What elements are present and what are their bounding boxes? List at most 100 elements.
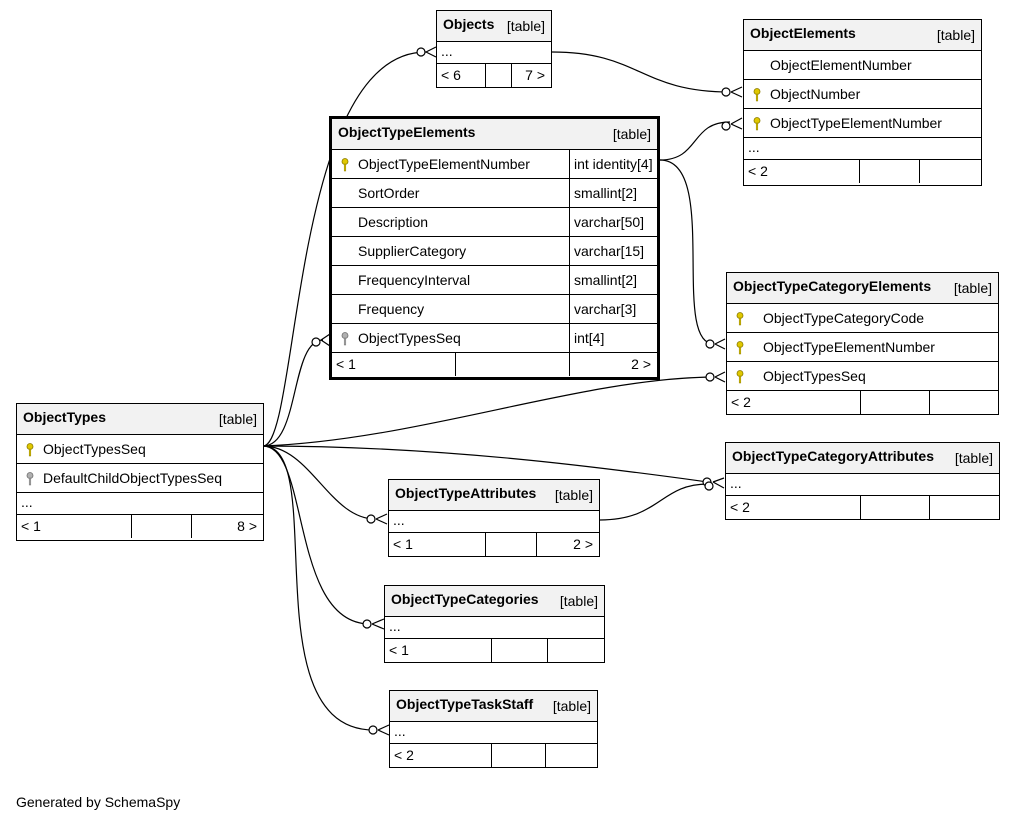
table-kind: [table] (559, 593, 598, 609)
footer-parents: < 1 (393, 536, 413, 552)
column-type: smallint[2] (569, 266, 657, 294)
edge-objecttypes-otce (262, 376, 715, 447)
column-type: int[4] (569, 324, 657, 352)
columns-ellipsis[interactable]: ... (385, 616, 604, 638)
column-row[interactable]: ObjectTypesSeq int[4] (332, 323, 657, 352)
table-header: ObjectTypeTaskStaff [table] (390, 691, 597, 721)
edge-objecttypes-otts (262, 445, 375, 731)
column-row[interactable]: ObjectTypesSeq (17, 434, 263, 463)
table-kind: [table] (936, 27, 975, 43)
edge-objecttypes-otc (262, 445, 371, 625)
footer-parents: < 1 (21, 518, 41, 534)
table-kind: [table] (612, 126, 651, 142)
table-footer: < 1 8 > (17, 514, 263, 538)
foreign-key-icon (26, 472, 34, 486)
primary-key-icon (736, 370, 744, 384)
column-row[interactable]: ObjectTypeElementNumber (744, 108, 981, 137)
table-name: ObjectTypeCategoryAttributes (732, 448, 934, 464)
footer-parents: < 2 (748, 163, 768, 179)
table-kind: [table] (953, 280, 992, 296)
edge-objecttypes-objecttypeelements (262, 339, 324, 447)
column-type: smallint[2] (569, 179, 657, 207)
table-name: ObjectTypeAttributes (395, 485, 537, 501)
column-type: varchar[15] (569, 237, 657, 265)
edge-ote-objectelements (659, 121, 731, 161)
table-name: Objects (443, 16, 495, 32)
edge-objects-objectelements (551, 51, 731, 93)
table-header: ObjectTypeCategoryAttributes [table] (726, 443, 999, 473)
primary-key-icon (26, 443, 34, 457)
table-kind: [table] (506, 18, 545, 34)
table-object-types[interactable]: ObjectTypes [table] ObjectTypesSeq Defau… (16, 403, 264, 541)
table-kind: [table] (954, 450, 993, 466)
footer-parents: < 1 (336, 356, 356, 372)
column-row[interactable]: Frequency varchar[3] (332, 294, 657, 323)
table-footer: < 2 (390, 743, 597, 767)
table-object-type-categories[interactable]: ObjectTypeCategories [table] ... < 1 (384, 585, 605, 663)
footer-parents: < 1 (389, 642, 409, 658)
table-name: ObjectTypeCategoryElements (733, 278, 932, 294)
edge-objecttypes-objects (262, 51, 427, 447)
footer-parents: < 2 (394, 747, 414, 763)
table-footer: < 1 2 > (332, 352, 657, 376)
table-footer: < 1 (385, 638, 604, 662)
table-footer: < 2 (727, 390, 998, 414)
primary-key-icon (736, 341, 744, 355)
table-name: ObjectTypes (23, 409, 106, 425)
primary-key-icon (753, 88, 761, 102)
table-name: ObjectTypeElements (338, 124, 476, 140)
table-name: ObjectTypeTaskStaff (396, 696, 534, 712)
column-row[interactable]: ObjectTypesSeq (727, 361, 998, 390)
primary-key-icon (753, 117, 761, 131)
footer-parents: < 2 (730, 499, 750, 515)
edge-ota-otca (599, 483, 709, 521)
columns-ellipsis[interactable]: ... (389, 510, 599, 532)
edge-ote-otce (659, 159, 715, 345)
columns-ellipsis[interactable]: ... (726, 473, 999, 495)
column-type: int identity[4] (569, 150, 657, 178)
column-row[interactable]: SupplierCategory varchar[15] (332, 236, 657, 265)
edge-objecttypes-otca (262, 445, 709, 483)
column-row[interactable]: ObjectTypeElementNumber (727, 332, 998, 361)
primary-key-icon (736, 312, 744, 326)
table-kind: [table] (552, 698, 591, 714)
table-footer: < 2 (726, 495, 999, 519)
generated-by-note: Generated by SchemaSpy (16, 794, 181, 810)
column-type: varchar[50] (569, 208, 657, 236)
primary-key-icon (341, 158, 349, 172)
table-object-type-task-staff[interactable]: ObjectTypeTaskStaff [table] ... < 2 (389, 690, 598, 768)
table-footer: < 2 (744, 159, 981, 183)
table-kind: [table] (554, 487, 593, 503)
table-object-type-elements[interactable]: ObjectTypeElements [table] ObjectTypeEle… (329, 116, 660, 380)
column-row[interactable]: ObjectNumber (744, 79, 981, 108)
table-object-type-attributes[interactable]: ObjectTypeAttributes [table] ... < 1 2 > (388, 479, 600, 557)
table-object-elements[interactable]: ObjectElements [table] ObjectElementNumb… (743, 19, 982, 186)
foreign-key-icon (341, 332, 349, 346)
columns-ellipsis[interactable]: ... (744, 137, 981, 159)
table-kind: [table] (218, 411, 257, 427)
table-object-type-category-elements[interactable]: ObjectTypeCategoryElements [table] Objec… (726, 272, 999, 415)
table-objects[interactable]: Objects [table] ... < 6 7 > (436, 10, 552, 88)
footer-children: 7 > (525, 67, 545, 83)
table-object-type-category-attributes[interactable]: ObjectTypeCategoryAttributes [table] ...… (725, 442, 1000, 520)
columns-ellipsis[interactable]: ... (390, 721, 597, 743)
column-row[interactable]: DefaultChildObjectTypesSeq (17, 463, 263, 492)
table-header: ObjectTypeAttributes [table] (389, 480, 599, 510)
table-header: ObjectTypes [table] (17, 404, 263, 434)
columns-ellipsis[interactable]: ... (17, 492, 263, 514)
column-row[interactable]: ObjectElementNumber (744, 50, 981, 79)
column-row[interactable]: Description varchar[50] (332, 207, 657, 236)
footer-parents: < 2 (731, 394, 751, 410)
table-name: ObjectTypeCategories (391, 591, 539, 607)
footer-children: 2 > (573, 536, 593, 552)
column-row[interactable]: ObjectTypeCategoryCode (727, 303, 998, 332)
table-header: ObjectTypeCategories [table] (385, 586, 604, 616)
column-row[interactable]: ObjectTypeElementNumber int identity[4] (332, 149, 657, 178)
table-header: ObjectTypeCategoryElements [table] (727, 273, 998, 303)
column-row[interactable]: FrequencyInterval smallint[2] (332, 265, 657, 294)
columns-ellipsis[interactable]: ... (437, 41, 551, 63)
column-row[interactable]: SortOrder smallint[2] (332, 178, 657, 207)
table-header: Objects [table] (437, 11, 551, 41)
column-type: varchar[3] (569, 295, 657, 323)
